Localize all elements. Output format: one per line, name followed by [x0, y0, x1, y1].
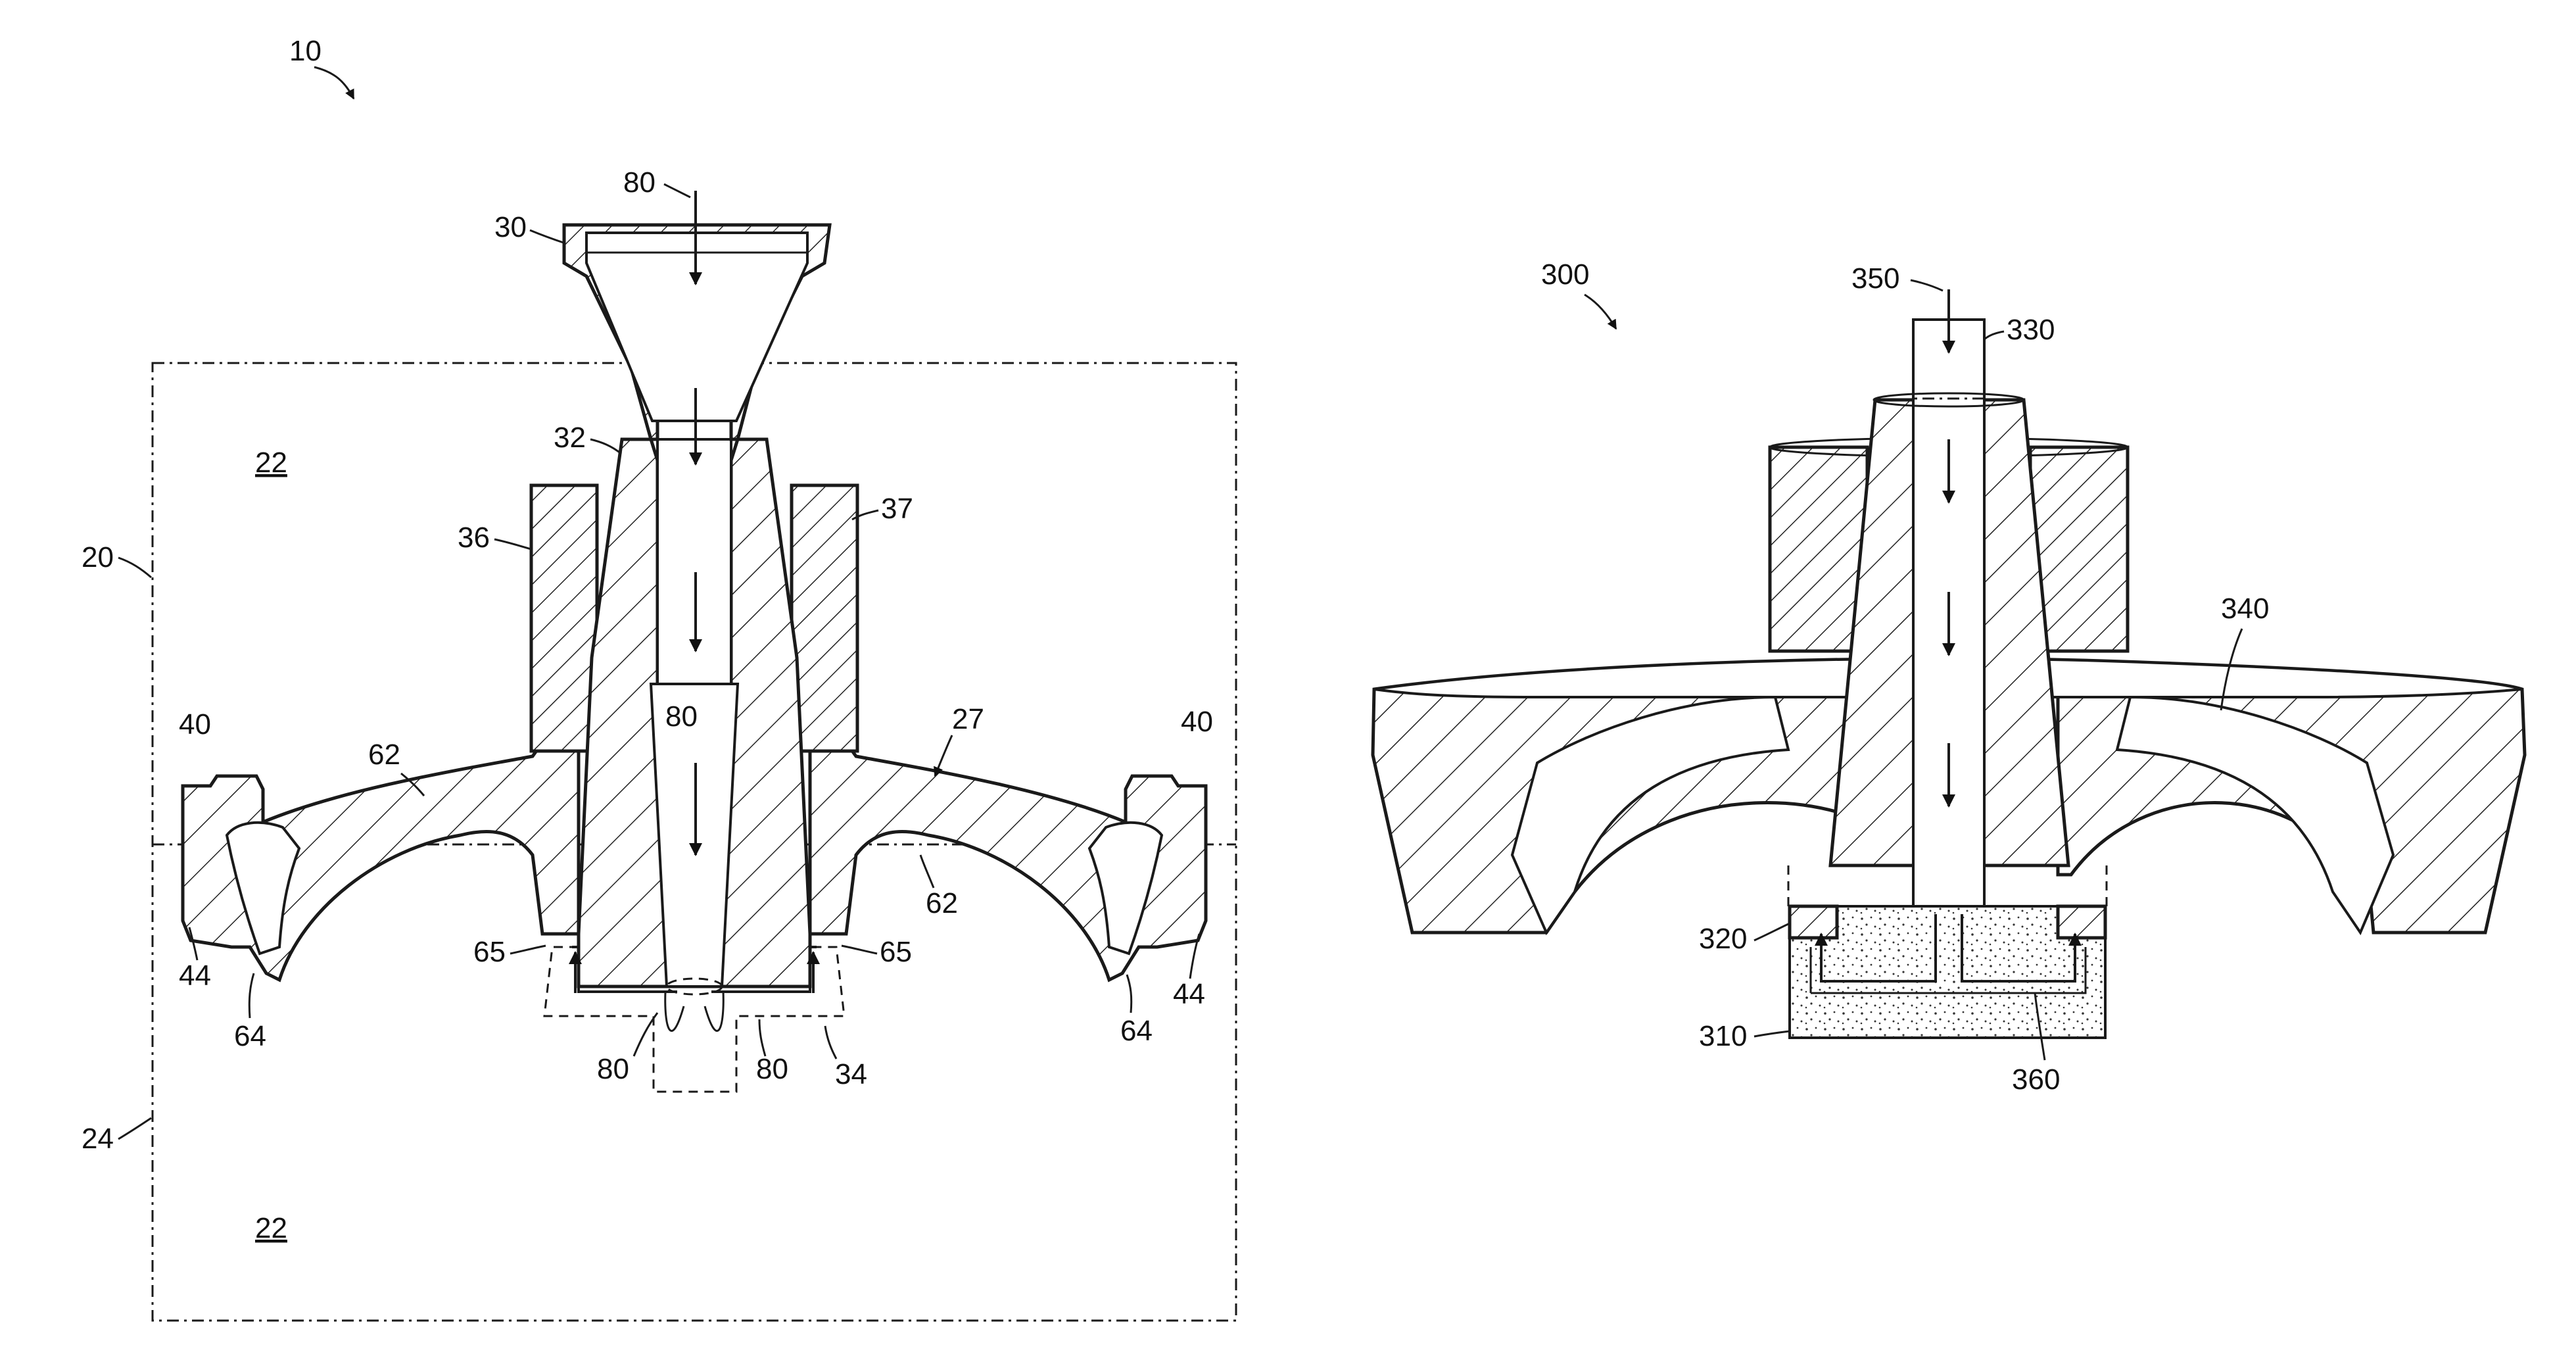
figure-300: 300 350 330 340 320 310 360 [1373, 258, 2525, 1096]
label-40-left: 40 [179, 708, 211, 741]
label-62-right: 62 [926, 887, 958, 919]
label-360: 360 [2012, 1063, 2060, 1096]
label-27: 27 [952, 703, 984, 735]
label-34: 34 [835, 1058, 867, 1090]
label-40-right: 40 [1181, 706, 1213, 738]
label-64-right: 64 [1120, 1015, 1153, 1047]
label-320: 320 [1699, 923, 1747, 955]
label-350: 350 [1851, 262, 1899, 295]
label-64-left: 64 [234, 1020, 266, 1052]
ref-10: 10 [289, 35, 322, 67]
label-65-right: 65 [880, 936, 912, 968]
label-340: 340 [2221, 593, 2269, 625]
label-80-mid: 80 [665, 700, 698, 733]
label-37: 37 [881, 493, 913, 525]
label-22-bottom: 22 [255, 1212, 287, 1244]
ref-300: 300 [1541, 258, 1589, 291]
figure-10: 10 80 30 22 32 36 37 20 40 62 80 27 40 6… [82, 35, 1236, 1321]
label-62-left: 62 [368, 739, 400, 771]
label-310: 310 [1699, 1020, 1747, 1052]
label-36: 36 [458, 522, 490, 554]
label-80-top: 80 [623, 166, 656, 199]
center-channel [1913, 320, 1984, 992]
label-80-bottom-left: 80 [597, 1053, 629, 1085]
label-65-left: 65 [473, 936, 506, 968]
label-24: 24 [82, 1123, 114, 1155]
label-32: 32 [554, 422, 586, 454]
riser-sleeve-left [531, 485, 597, 751]
label-30: 30 [494, 211, 527, 243]
label-20: 20 [82, 541, 114, 573]
label-330: 330 [2007, 314, 2055, 346]
riser-sleeve-right [792, 485, 857, 751]
label-22-top: 22 [255, 447, 287, 479]
chill-320-left [1790, 906, 1837, 938]
label-80-bottom-right: 80 [756, 1053, 788, 1085]
label-44-right: 44 [1173, 978, 1205, 1010]
chill-320-right [2058, 906, 2105, 938]
label-44-left: 44 [179, 960, 211, 992]
